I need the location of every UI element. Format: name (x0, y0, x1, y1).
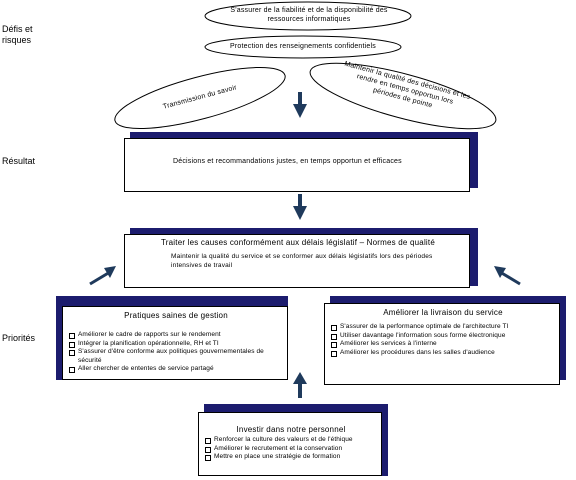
management-practices-list: Améliorer le cadre de rapports sur le re… (69, 331, 283, 374)
list-item: Améliorer les procédures dans les salles… (331, 349, 555, 358)
people-box: Investir dans notre personnel Renforcer … (198, 412, 382, 476)
arrow-down-2 (293, 194, 307, 220)
list-item: Améliorer les services à l'interne (331, 340, 555, 349)
result-box: Décisions et recommandations justes, en … (124, 138, 470, 192)
risk-ellipse-4-shape (309, 62, 497, 130)
service-delivery-box: Améliorer la livraison du service S'assu… (324, 303, 560, 385)
risk-ellipse-1-shape (204, 1, 412, 31)
management-practices-box: Pratiques saines de gestion Améliorer le… (62, 306, 288, 380)
arrow-left-diagonal (89, 266, 116, 286)
central-title: Traiter les causes conformément aux déla… (161, 238, 435, 247)
arrow-down-1 (293, 92, 307, 118)
section-label-priorities: Priorités (2, 333, 36, 343)
risk-ellipse-2-shape (204, 35, 402, 59)
list-item: S'assurer de la performance optimale de … (331, 323, 555, 332)
management-practices-title: Pratiques saines de gestion (124, 311, 228, 320)
list-item: Améliorer le recrutement et la conservat… (205, 445, 379, 454)
arrow-up (293, 372, 307, 398)
list-item: Utiliser davantage l'information sous fo… (331, 332, 555, 341)
risk-ellipse-2: Protection des renseignements confidenti… (230, 43, 376, 50)
section-label-challenges: Défis et risques (2, 24, 33, 45)
list-item: Mettre en place une stratégie de formati… (205, 453, 379, 462)
result-text: Décisions et recommandations justes, en … (173, 158, 402, 165)
list-item: Renforcer la culture des valeurs et de l… (205, 436, 379, 445)
risk-ellipse-3-shape (114, 67, 286, 129)
central-box: Traiter les causes conformément aux déla… (124, 234, 470, 288)
arrow-right-diagonal (494, 266, 521, 286)
risk-ellipse-1: S'assurer de la fiabilité et de la dispo… (230, 7, 388, 23)
list-item: Améliorer le cadre de rapports sur le re… (69, 331, 283, 340)
section-label-result: Résultat (2, 156, 36, 166)
list-item: S'assurer d'être conforme aux politiques… (69, 348, 283, 365)
service-delivery-title: Améliorer la livraison du service (383, 308, 503, 317)
service-delivery-list: S'assurer de la performance optimale de … (331, 323, 555, 357)
list-item: Intégrer la planification opérationnelle… (69, 340, 283, 349)
people-list: Renforcer la culture des valeurs et de l… (205, 436, 379, 462)
central-text: Maintenir la qualité du service et se co… (171, 253, 433, 269)
people-title: Investir dans notre personnel (236, 425, 346, 434)
list-item: Aller chercher de ententes de service pa… (69, 365, 283, 374)
